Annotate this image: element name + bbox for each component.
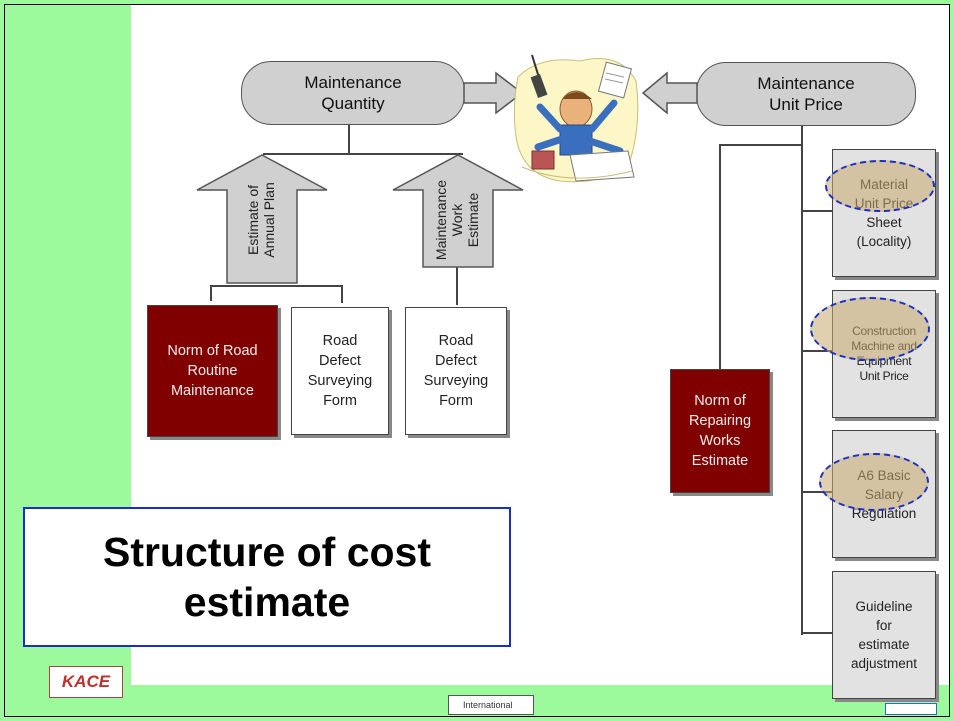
connector [456, 267, 458, 305]
road-defect-form-box-1: Road Defect Surveying Form [291, 307, 389, 435]
road-defect-form-box-2: Road Defect Surveying Form [405, 307, 507, 435]
footer-label: International [448, 695, 534, 715]
connector [719, 144, 803, 146]
norm-repairing-works-box: Norm of Repairing Works Estimate [670, 369, 770, 493]
slide: Maintenance Quantity Maintenance Unit Pr… [4, 4, 950, 717]
work-estimate-label: Maintenance Work Estimate [433, 179, 481, 261]
connector [210, 285, 343, 287]
connector [341, 285, 343, 303]
up-arrow-work-estimate [392, 154, 524, 268]
norm-road-routine-maintenance-box: Norm of Road Routine Maintenance [147, 305, 278, 437]
left-arrow-icon [641, 71, 698, 115]
connector [210, 285, 212, 301]
connector [801, 210, 833, 212]
slide-title: Structure of cost estimate [23, 507, 511, 647]
connector [801, 632, 833, 634]
connector [348, 123, 350, 155]
busy-worker-illustration [513, 54, 639, 183]
material-highlight-ellipse [825, 160, 935, 212]
estimate-adjustment-guideline-box: Guideline for estimate adjustment [832, 571, 936, 699]
footer-logo-right [885, 703, 937, 715]
right-arrow-icon [463, 71, 524, 115]
connector [719, 144, 721, 369]
annual-plan-label: Estimate of Annual Plan [245, 182, 277, 258]
up-arrow-annual-plan [196, 154, 328, 284]
maintenance-unit-price-node: Maintenance Unit Price [696, 62, 916, 126]
connector [801, 350, 833, 352]
connector [263, 153, 463, 155]
connector [801, 125, 803, 635]
footer-text: International [463, 700, 513, 710]
maintenance-quantity-node: Maintenance Quantity [241, 61, 465, 125]
connector [801, 491, 833, 493]
construction-highlight-ellipse [810, 297, 930, 361]
salary-highlight-ellipse [819, 453, 929, 511]
kace-logo: KACE [49, 666, 123, 698]
